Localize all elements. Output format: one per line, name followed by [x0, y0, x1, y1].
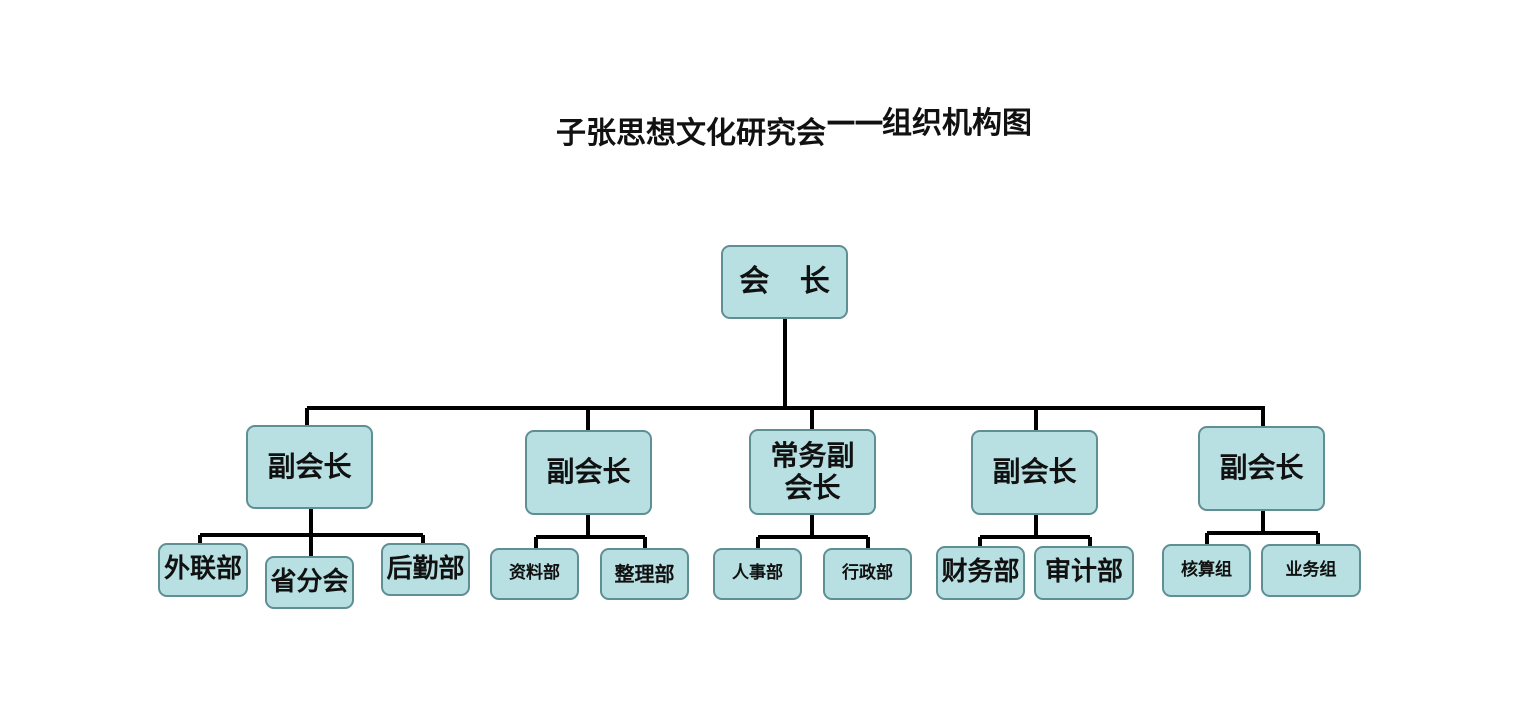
dept-box-materials: 资料部 — [490, 548, 579, 600]
dept-box-logistics: 后勤部 — [381, 543, 470, 596]
dept-box-organizing: 整理部 — [600, 548, 689, 600]
title-separator: —— — [826, 104, 884, 139]
vice-president-box-1: 副会长 — [246, 425, 373, 509]
title-main: 子张思想文化研究会 — [556, 116, 826, 151]
diagram-title: 子张思想文化研究会 —— 组织机构图 — [556, 100, 1032, 151]
dept-box-business-group: 业务组 — [1261, 544, 1361, 597]
vice-president-box-2: 副会长 — [525, 430, 652, 515]
title-sub: 组织机构图 — [882, 106, 1032, 141]
vice-president-box-4: 副会长 — [971, 430, 1098, 515]
executive-vice-president-box: 常务副会长 — [749, 429, 876, 515]
dept-box-finance: 财务部 — [936, 546, 1025, 600]
dept-box-external-relations: 外联部 — [158, 543, 248, 597]
vice-president-box-5: 副会长 — [1198, 426, 1325, 511]
dept-box-accounting-group: 核算组 — [1162, 544, 1251, 597]
president-box: 会 长 — [721, 245, 848, 319]
dept-box-personnel: 人事部 — [713, 548, 802, 600]
dept-box-administration: 行政部 — [823, 548, 912, 600]
dept-box-provincial-branch: 省分会 — [265, 556, 354, 609]
dept-box-audit: 审计部 — [1034, 546, 1134, 600]
